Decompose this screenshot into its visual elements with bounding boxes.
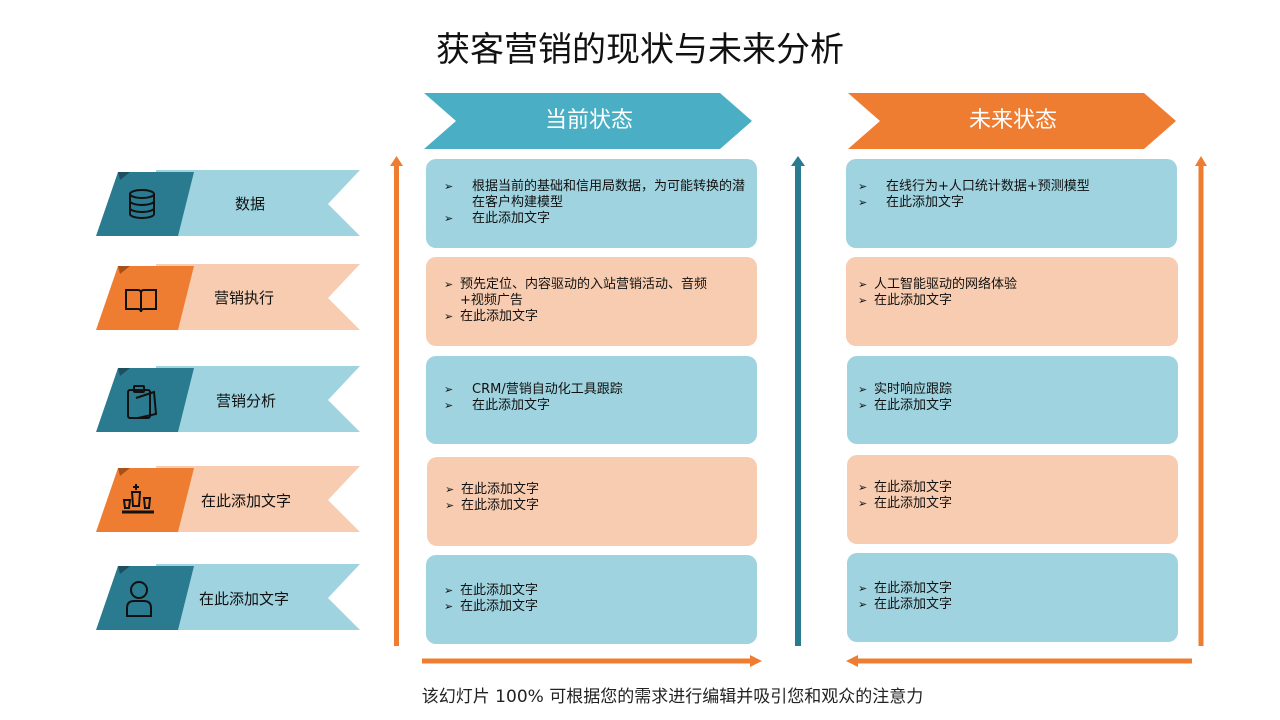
database-icon bbox=[129, 189, 155, 219]
category-label: 数据 bbox=[234, 195, 265, 213]
future-box-3: ➢实时响应跟踪 ➢在此添加文字 bbox=[847, 356, 1178, 444]
arrow-bullet-icon: ➢ bbox=[445, 499, 455, 512]
category-label: 营销执行 bbox=[213, 289, 274, 307]
header-future-shape bbox=[848, 93, 1176, 149]
arrow-bullet-icon: ➢ bbox=[445, 483, 455, 496]
bullet-item: ➢在此添加文字 bbox=[858, 195, 965, 210]
category-ribbon bbox=[96, 564, 360, 630]
bullet-item: ➢根据当前的基础和信用局数据，为可能转换的潜在客户构建模型 bbox=[444, 179, 746, 210]
arrow-bullet-icon: ➢ bbox=[858, 196, 868, 209]
chess-icon bbox=[122, 484, 154, 514]
bullet-item: ➢人工智能驱动的网络体验 bbox=[858, 277, 1018, 292]
book-icon bbox=[125, 289, 157, 313]
arrow-bullet-icon: ➢ bbox=[444, 600, 454, 613]
bullet-item: ➢预先定位、内容驱动的入站营销活动、音频+视频广告 bbox=[444, 277, 708, 308]
arrow-bullet-icon: ➢ bbox=[858, 294, 868, 307]
arrow-bullet-icon: ➢ bbox=[444, 212, 454, 225]
page-title: 获客营销的现状与未来分析 bbox=[436, 30, 844, 70]
current-box-2: ➢预先定位、内容驱动的入站营销活动、音频+视频广告 ➢在此添加文字 bbox=[426, 257, 757, 346]
arrow-bullet-icon: ➢ bbox=[444, 278, 454, 291]
clipboard-icon bbox=[127, 385, 158, 419]
bullet-item: ➢在此添加文字 bbox=[444, 599, 539, 614]
arrow-right-bottom bbox=[422, 655, 762, 667]
current-box-4: ➢在此添加文字 ➢在此添加文字 bbox=[427, 457, 757, 546]
category-ribbon bbox=[96, 366, 360, 432]
arrow-up-middle bbox=[791, 156, 805, 646]
arrow-bullet-icon: ➢ bbox=[858, 497, 868, 510]
category-label: 营销分析 bbox=[215, 392, 276, 410]
current-box-1: ➢根据当前的基础和信用局数据，为可能转换的潜在客户构建模型 ➢在此添加文字 bbox=[426, 159, 757, 248]
arrow-bullet-icon: ➢ bbox=[858, 399, 868, 412]
category-label: 在此添加文字 bbox=[198, 590, 289, 608]
arrow-bullet-icon: ➢ bbox=[444, 180, 454, 193]
arrow-up-left bbox=[390, 156, 403, 646]
header-future-label: 未来状态 bbox=[968, 108, 1057, 133]
bullet-item: ➢在此添加文字 bbox=[444, 398, 551, 413]
bullet-item: ➢在此添加文字 bbox=[444, 309, 539, 324]
header-current-label: 当前状态 bbox=[544, 108, 633, 133]
category-label: 在此添加文字 bbox=[200, 492, 291, 510]
arrow-bullet-icon: ➢ bbox=[858, 582, 868, 595]
header-current-shape bbox=[424, 93, 752, 149]
bullet-item: ➢在此添加文字 bbox=[858, 293, 953, 308]
bullet-item: ➢在此添加文字 bbox=[858, 496, 953, 511]
footer-caption: 该幻灯片 100% 可根据您的需求进行编辑并吸引您和观众的注意力 bbox=[421, 687, 924, 707]
arrow-bullet-icon: ➢ bbox=[858, 278, 868, 291]
arrow-bullet-icon: ➢ bbox=[444, 399, 454, 412]
bullet-item: ➢在此添加文字 bbox=[858, 597, 953, 612]
arrow-left-bottom bbox=[846, 655, 1192, 667]
bullet-item: ➢在此添加文字 bbox=[858, 480, 953, 495]
current-box-5: ➢在此添加文字 ➢在此添加文字 bbox=[426, 555, 757, 644]
arrow-bullet-icon: ➢ bbox=[444, 310, 454, 323]
arrow-up-right bbox=[1195, 156, 1207, 646]
arrow-bullet-icon: ➢ bbox=[858, 383, 868, 396]
arrow-bullet-icon: ➢ bbox=[444, 383, 454, 396]
arrow-bullet-icon: ➢ bbox=[444, 584, 454, 597]
user-icon bbox=[126, 581, 152, 617]
bullet-item: ➢在此添加文字 bbox=[445, 498, 540, 513]
arrow-bullet-icon: ➢ bbox=[858, 180, 868, 193]
bullet-item: ➢实时响应跟踪 bbox=[858, 382, 953, 397]
bullet-item: ➢在此添加文字 bbox=[858, 398, 953, 413]
future-box-5: ➢在此添加文字 ➢在此添加文字 bbox=[847, 553, 1178, 642]
arrow-bullet-icon: ➢ bbox=[858, 481, 868, 494]
future-box-1: ➢在线行为+人口统计数据+预测模型 ➢在此添加文字 bbox=[846, 159, 1177, 248]
current-box-3: ➢CRM/营销自动化工具跟踪 ➢在此添加文字 bbox=[426, 356, 757, 444]
bullet-item: ➢在此添加文字 bbox=[444, 211, 551, 226]
future-box-4: ➢在此添加文字 ➢在此添加文字 bbox=[847, 455, 1178, 544]
bullet-item: ➢CRM/营销自动化工具跟踪 bbox=[444, 382, 623, 397]
bullet-item: ➢在此添加文字 bbox=[444, 583, 539, 598]
bullet-item: ➢在此添加文字 bbox=[445, 482, 540, 497]
bullet-item: ➢在线行为+人口统计数据+预测模型 bbox=[858, 179, 1090, 194]
bullet-item: ➢在此添加文字 bbox=[858, 581, 953, 596]
category-ribbon bbox=[96, 264, 360, 330]
future-box-2: ➢人工智能驱动的网络体验 ➢在此添加文字 bbox=[846, 257, 1178, 346]
arrow-bullet-icon: ➢ bbox=[858, 598, 868, 611]
